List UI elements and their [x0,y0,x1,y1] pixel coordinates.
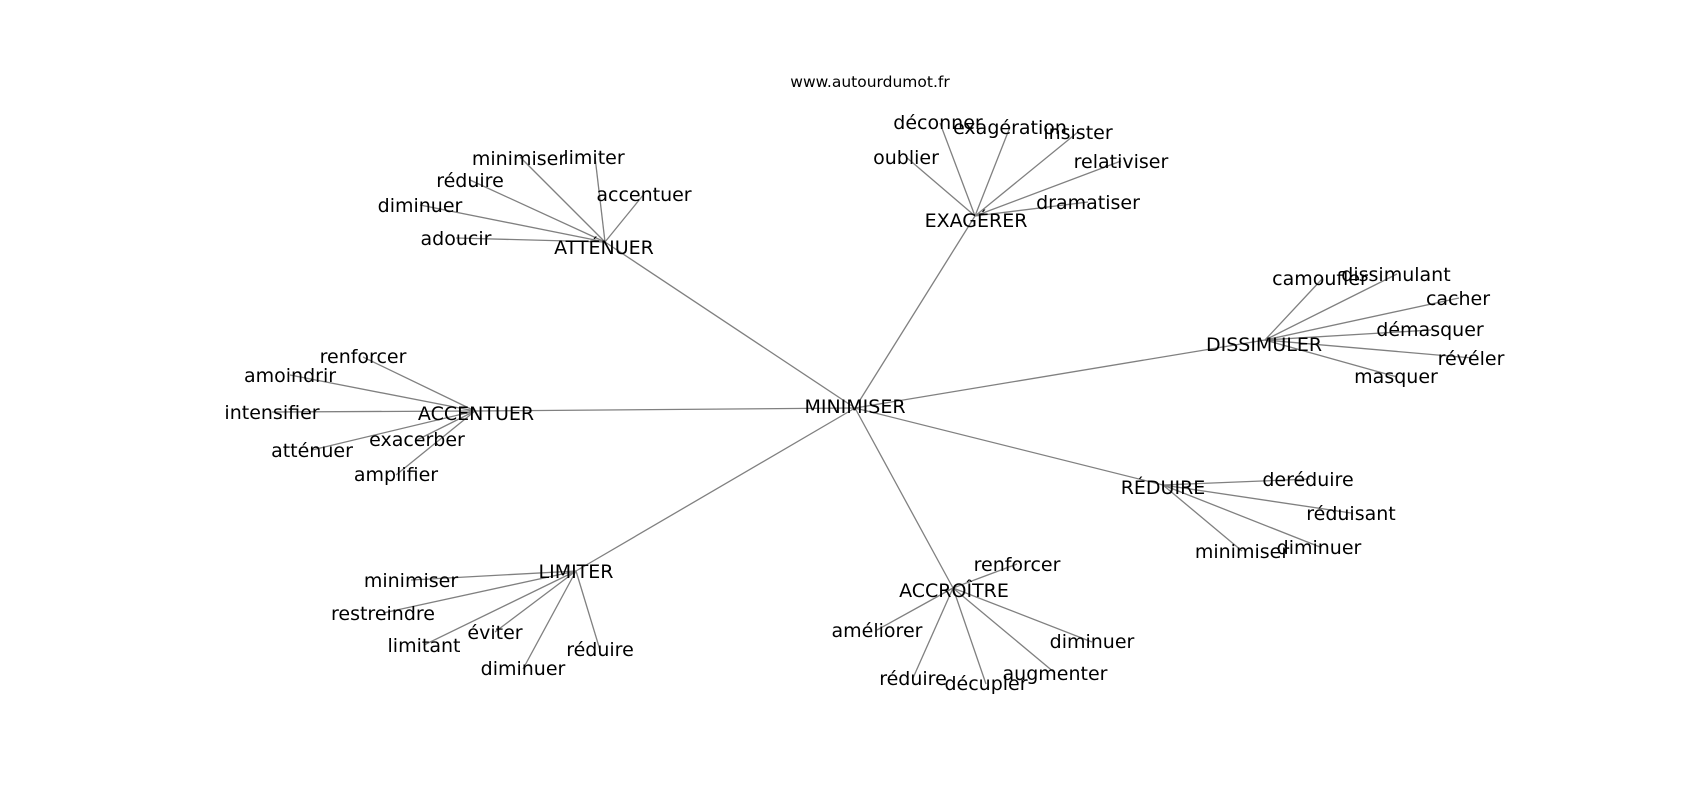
leaf-edge [604,193,645,243]
leaf-edge [1264,329,1432,341]
leaf-node: restreindre [331,603,435,625]
leaf-edge [311,410,476,451]
graph-labels: www.autourdumot.fr MINIMISER ATTÉNUER min… [224,73,1504,695]
leaf-node: renforcer [320,346,407,368]
leaf-node: déconner [893,112,983,134]
leaf-edge [289,374,476,412]
leaf-edge [455,237,606,243]
hub-node: ATTÉNUER [554,236,654,259]
leaf-edge [1264,273,1398,341]
leaf-edge [952,587,1056,674]
leaf-node: éviter [467,622,522,644]
leaf-edge [522,570,577,670]
center-edge [474,407,856,412]
center-edge [604,241,856,409]
center-edge [575,407,856,572]
leaf-edge [469,179,606,243]
leaf-edge [1264,339,1473,359]
leaf-node: intensifier [224,402,319,424]
leaf-edge [575,570,601,651]
leaf-node: exagération [953,117,1067,139]
center-edge [854,215,976,409]
leaf-edge [1162,484,1243,552]
hub-node: LIMITER [539,561,614,583]
leaf-node: révéler [1438,348,1505,370]
leaf-edge [519,156,606,243]
center-edge [854,407,1164,486]
leaf-edge [952,587,1093,643]
leaf-edge [423,570,577,646]
leaf-node: renforcer [974,554,1061,576]
leaf-edge [974,131,1079,217]
leaf-node: minimiser [472,148,566,170]
leaf-edge [1162,484,1352,514]
center-edge [854,407,954,589]
leaf-node: réduisant [1306,503,1396,525]
leaf-node: réduire [566,639,634,661]
hub-node: EXAGÉRER [925,209,1028,232]
leaf-node: oublier [873,147,939,169]
leaf-edge [271,410,476,413]
leaf-edge [905,156,976,217]
hub-node: DISSIMULER [1206,334,1322,356]
leaf-node: diminuer [378,195,463,217]
leaf-node: accentuer [596,184,691,206]
leaf-edge [952,587,987,685]
leaf-edge [1162,478,1311,486]
leaf-edge [395,410,476,476]
leaf-node: minimiser [364,570,458,592]
leaf-edge [952,563,1018,589]
leaf-node: dramatiser [1036,192,1140,214]
leaf-edge [1162,484,1321,548]
leaf-edge [939,122,976,217]
leaf-node: diminuer [481,658,566,680]
leaf-edge [410,570,577,581]
leaf-edge [382,570,577,614]
leaf-node: minimiser [1195,541,1289,563]
leaf-node: deréduire [1262,469,1353,491]
leaf-node: adoucir [421,228,492,250]
center-edge [854,339,1266,409]
leaf-edge [494,570,577,633]
graph-edges [271,122,1473,685]
leaf-edge [419,204,606,243]
leaf-node: relativiser [1074,151,1169,173]
leaf-edge [876,587,954,631]
leaf-edge [1264,278,1323,341]
leaf-node: amplifier [354,464,438,486]
leaf-node: diminuer [1277,537,1362,559]
leaf-node: réduire [879,668,947,690]
leaf-node: augmenter [1003,663,1108,685]
leaf-edge [974,126,1011,217]
leaf-node: atténuer [271,440,353,462]
leaf-node: cacher [1426,288,1490,310]
leaf-node: camoufler [1272,268,1368,290]
leaf-node: réduire [436,170,504,192]
leaf-node: masquer [1354,366,1438,388]
hub-node: RÉDUIRE [1121,476,1206,499]
leaf-node: limitant [388,635,461,657]
leaf-edge [974,201,1089,217]
leaf-edge [594,156,606,243]
leaf-node: limiter [563,147,624,169]
leaf-edge [416,410,476,441]
leaf-node: diminuer [1050,631,1135,653]
leaf-node: amoindrir [244,365,336,387]
leaf-node: dissimulant [1341,264,1450,286]
site-credit: www.autourdumot.fr [790,73,950,91]
leaf-node: améliorer [832,620,923,642]
hub-node: ACCENTUER [418,403,534,425]
leaf-edge [1264,339,1398,378]
leaf-node: démasquer [1376,319,1484,341]
leaf-node: décupler [944,673,1027,695]
leaf-edge [362,356,476,412]
leaf-edge [974,160,1122,217]
leaf-node: exacerber [369,429,465,451]
center-node: MINIMISER [804,396,905,418]
leaf-edge [912,587,954,679]
leaf-edge [1264,297,1460,341]
hub-node: ACCROÎTRE [899,579,1009,602]
leaf-node: insister [1043,122,1113,144]
